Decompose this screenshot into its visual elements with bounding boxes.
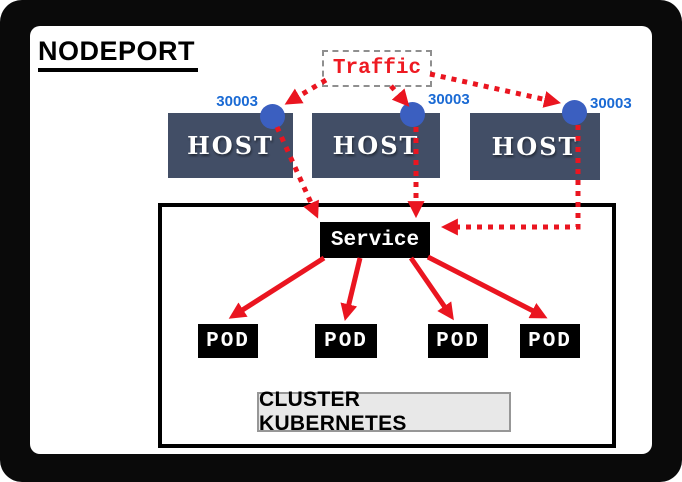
pod-box-2: POD — [315, 324, 377, 358]
pod-box-1: POD — [198, 324, 258, 358]
cluster-name-badge: CLUSTER KUBERNETES — [257, 388, 511, 435]
nodeport-circle-icon-2 — [400, 102, 425, 127]
port-number-2: 30003 — [428, 91, 470, 108]
traffic-box: Traffic — [322, 50, 432, 87]
port-number-3: 30003 — [590, 95, 632, 112]
page-title: NODEPORT — [38, 36, 199, 72]
pod-label-2: POD — [324, 329, 368, 353]
service-box: Service — [320, 222, 430, 258]
nodeport-circle-icon-3 — [562, 100, 587, 125]
pod-label-3: POD — [436, 329, 480, 353]
port-number-1: 30003 — [216, 93, 258, 110]
pod-label-1: POD — [206, 329, 250, 353]
host-label-1: HOST — [187, 131, 274, 160]
nodeport-circle-icon-1 — [260, 104, 285, 129]
pod-label-4: POD — [528, 329, 572, 353]
pod-box-3: POD — [428, 324, 488, 358]
host-label-3: HOST — [491, 132, 579, 161]
cluster-name-text: CLUSTER KUBERNETES — [259, 388, 407, 435]
cluster-boundary — [158, 203, 616, 448]
traffic-label: Traffic — [332, 57, 422, 80]
pod-box-4: POD — [520, 324, 580, 358]
service-label: Service — [330, 228, 420, 252]
host-label-2: HOST — [332, 131, 420, 160]
